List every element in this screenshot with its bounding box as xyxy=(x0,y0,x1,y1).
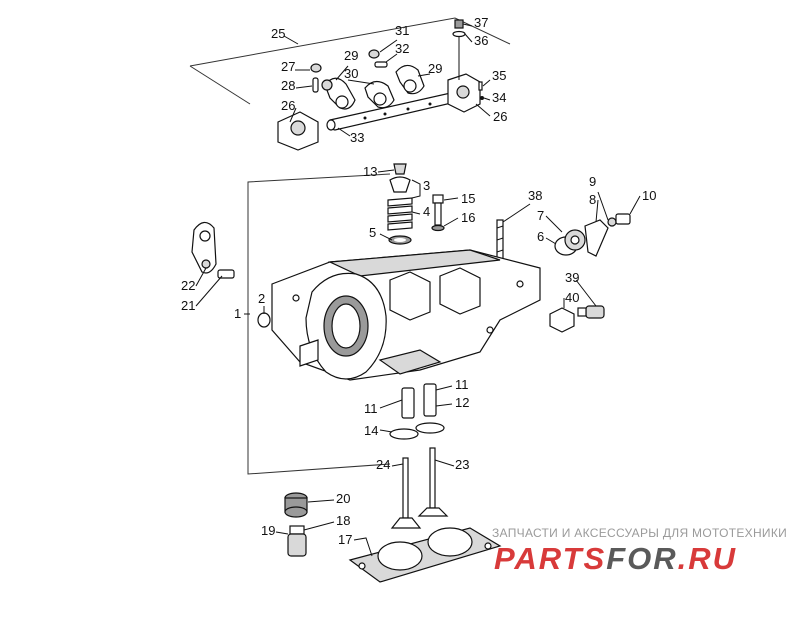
callout-c7: 7 xyxy=(537,208,544,223)
callout-c4: 4 xyxy=(423,204,430,219)
callout-c16: 16 xyxy=(461,210,475,225)
sensors xyxy=(549,305,605,333)
valve-spring-group xyxy=(387,163,413,245)
callout-c23: 23 xyxy=(455,457,469,472)
watermark-brand-middle: FOR xyxy=(606,541,677,576)
tensioner-group xyxy=(554,213,631,257)
callout-c8: 8 xyxy=(589,192,596,207)
callout-c35: 35 xyxy=(492,68,506,83)
callout-c3: 3 xyxy=(423,178,430,193)
callout-c32: 32 xyxy=(395,41,409,56)
tappet-and-plug xyxy=(284,492,308,557)
leader-lines xyxy=(195,23,641,557)
callout-c26b: 26 xyxy=(493,109,507,124)
callout-c26a: 26 xyxy=(281,98,295,113)
stud xyxy=(496,219,504,261)
callout-c39: 39 xyxy=(565,270,579,285)
callout-c6: 6 xyxy=(537,229,544,244)
callout-c29b: 29 xyxy=(428,61,442,76)
callout-c5: 5 xyxy=(369,225,376,240)
callout-c34: 34 xyxy=(492,90,506,105)
callout-c28: 28 xyxy=(281,78,295,93)
callout-c1: 1 xyxy=(234,306,241,321)
watermark-brand-prefix: PARTS xyxy=(494,541,606,576)
callout-c37: 37 xyxy=(474,15,488,30)
callout-c11b: 11 xyxy=(455,377,469,392)
rocker-arm-middle xyxy=(364,80,395,109)
callout-c11a: 11 xyxy=(364,401,378,416)
callout-c22: 22 xyxy=(181,278,195,293)
callout-c14: 14 xyxy=(364,423,378,438)
callout-c13: 13 xyxy=(363,164,377,179)
watermark-brand: PARTSFOR.RU xyxy=(494,541,737,576)
watermark: ЗАПЧАСТИ И АКСЕССУАРЫ ДЛЯ МОТОТЕХНИКИ PA… xyxy=(492,526,787,576)
callout-c12: 12 xyxy=(455,395,469,410)
callout-c20: 20 xyxy=(336,491,350,506)
callout-c31: 31 xyxy=(395,23,409,38)
callout-c36: 36 xyxy=(474,33,488,48)
callout-c40: 40 xyxy=(565,290,579,305)
callout-c19: 19 xyxy=(261,523,275,538)
rocker-arm-right xyxy=(395,64,425,95)
callout-c29a: 29 xyxy=(344,48,358,63)
callout-c17: 17 xyxy=(338,532,352,547)
callout-c38: 38 xyxy=(528,188,542,203)
callout-c33: 33 xyxy=(350,130,364,145)
cylinder-head-frame xyxy=(247,173,391,475)
callout-c21: 21 xyxy=(181,298,195,313)
callout-c24: 24 xyxy=(376,457,390,472)
cylinder-head xyxy=(271,249,541,381)
head-gasket xyxy=(348,527,502,583)
watermark-brand-suffix: .RU xyxy=(678,541,737,576)
callout-c10: 10 xyxy=(642,188,656,203)
callout-c2: 2 xyxy=(258,291,265,306)
plug xyxy=(257,312,271,328)
callout-c25: 25 xyxy=(271,26,285,41)
rocker-arm-left xyxy=(321,77,356,110)
callout-c27: 27 xyxy=(281,59,295,74)
callout-c15: 15 xyxy=(461,191,475,206)
cover-plate xyxy=(191,221,235,279)
rocker-support-right xyxy=(447,73,481,113)
rocker-assembly-frame xyxy=(189,17,511,105)
valves xyxy=(390,447,449,529)
bolt-and-washer xyxy=(431,194,445,232)
callout-c30: 30 xyxy=(344,66,358,81)
rocker-support-left xyxy=(277,111,319,151)
callout-c18: 18 xyxy=(336,513,350,528)
watermark-subtitle: ЗАПЧАСТИ И АКСЕССУАРЫ ДЛЯ МОТОТЕХНИКИ xyxy=(492,526,787,540)
callout-c9: 9 xyxy=(589,174,596,189)
valve-guides xyxy=(389,383,445,440)
